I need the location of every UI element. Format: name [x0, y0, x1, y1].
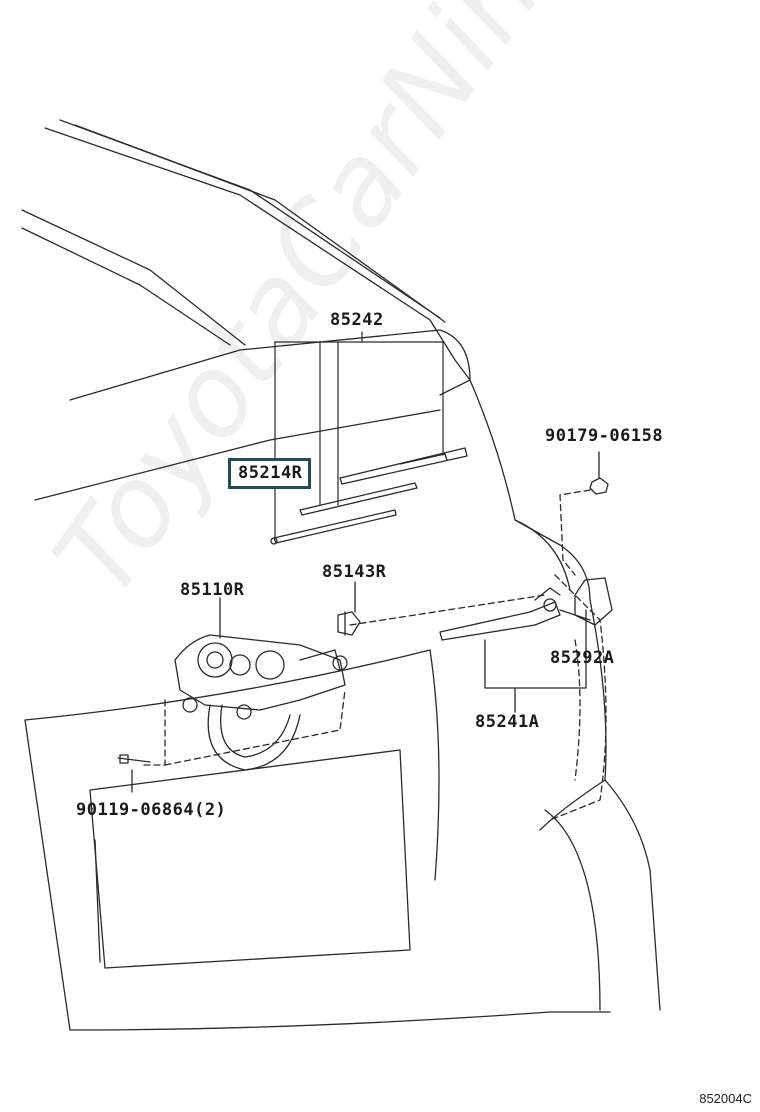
roof-outline — [21, 119, 471, 501]
part-label-85214R[interactable]: 85214R — [228, 458, 312, 489]
nut-90179-06158 — [559, 451, 609, 576]
part-label-85292A[interactable]: 85292A — [550, 648, 615, 668]
part-label-85242[interactable]: 85242 — [330, 310, 384, 330]
part-label-90179-06158[interactable]: 90179-06158 — [545, 426, 664, 446]
diagram-code: 852004C — [699, 1091, 752, 1106]
license-plate-recess — [89, 749, 411, 969]
hatch-body-outline — [24, 379, 661, 1031]
bolt-90119-06864 — [117, 754, 151, 793]
part-label-85241A[interactable]: 85241A — [475, 712, 540, 732]
wiper-arm-85241A — [439, 577, 613, 641]
rear-lamp-outline — [549, 574, 607, 821]
part-label-85143R[interactable]: 85143R — [322, 562, 387, 582]
part-label-85110R[interactable]: 85110R — [180, 580, 245, 600]
wiper-motor-85110R — [174, 634, 348, 771]
wiper-blade-85242 — [270, 447, 468, 545]
part-label-90119-06864[interactable]: 90119-06864(2) — [76, 800, 227, 820]
grommet-85143R — [337, 581, 361, 636]
leader-85242 — [274, 331, 444, 539]
leader-85241A — [484, 609, 587, 713]
motor-assembly-dashes — [139, 594, 546, 766]
